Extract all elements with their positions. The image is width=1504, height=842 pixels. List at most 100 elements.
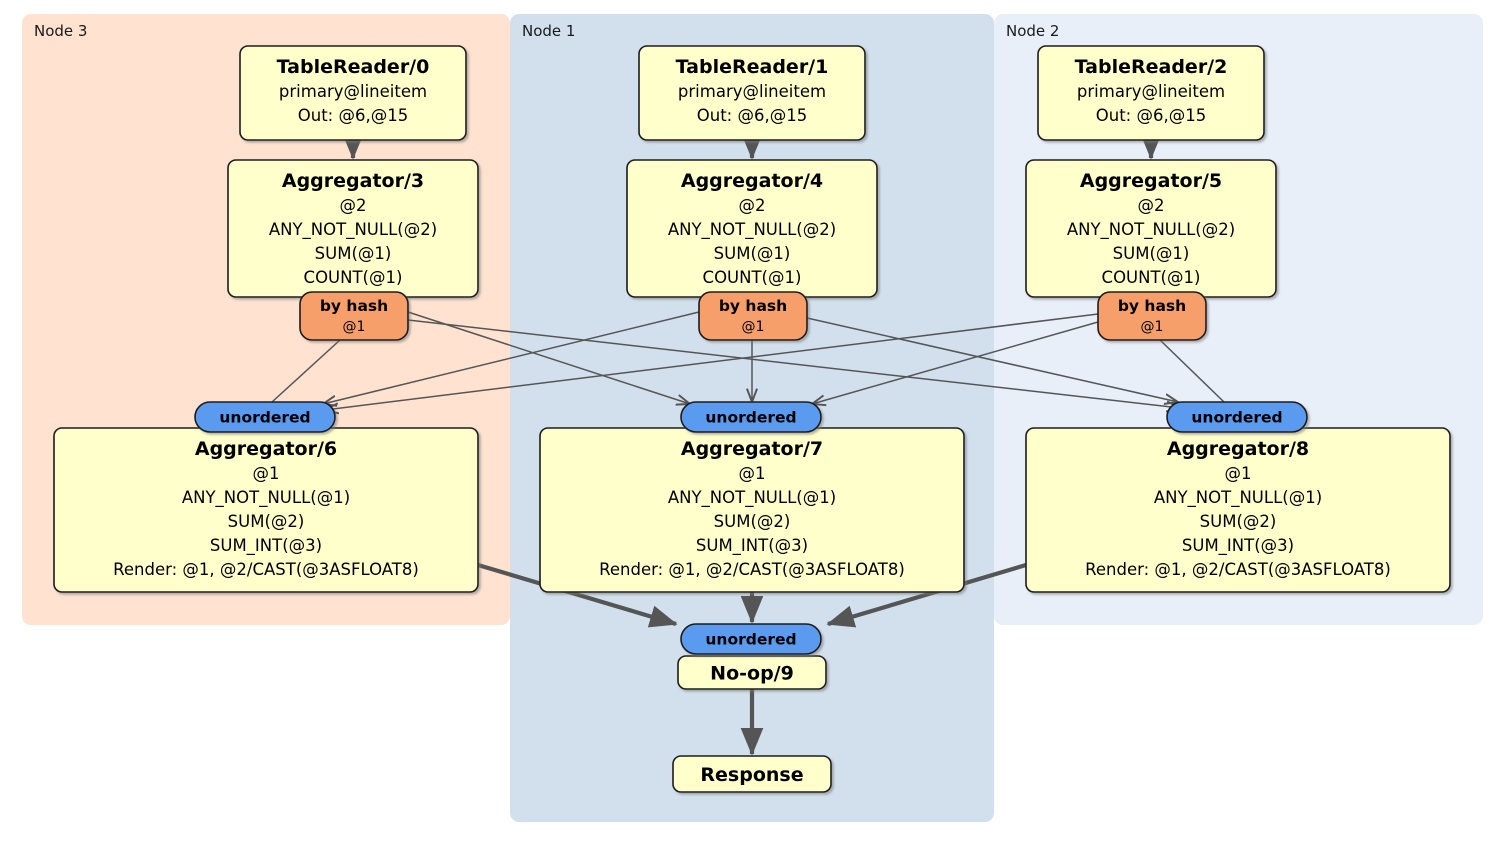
plan-box-title: Aggregator/5 (1080, 170, 1222, 192)
edge-hash3-un7 (407, 311, 690, 404)
hash-badge-subtitle: @1 (1141, 319, 1164, 335)
plan-box-line: Render: @1, @2/CAST(@3ASFLOAT8) (1085, 560, 1391, 579)
plan-box-frame (239, 45, 467, 141)
plan-box-line: SUM(@1) (1113, 244, 1190, 263)
plan-box-line: SUM_INT(@3) (210, 536, 322, 556)
badges-layer: by hash @1 by hash @1 by hash @1 (299, 291, 1207, 341)
order-pill-label: unordered (219, 409, 310, 427)
plan-box-line: Render: @1, @2/CAST(@3ASFLOAT8) (599, 560, 905, 579)
plan-box-title: TableReader/1 (676, 56, 829, 78)
order-pill-unordered7[interactable]: unordered (680, 401, 822, 433)
plan-box-frame (677, 655, 827, 690)
hash-badge-title: by hash (320, 297, 388, 315)
plan-box-line: SUM(@1) (714, 244, 791, 263)
node-region-label: Node 3 (34, 22, 87, 40)
hash-badge-hash4[interactable]: by hash @1 (698, 291, 808, 341)
plan-box-line: SUM_INT(@3) (1182, 536, 1294, 556)
order-pill-frame (680, 401, 822, 433)
edge-hash5-un6 (325, 313, 1099, 410)
order-pill-frame (680, 623, 822, 655)
plan-box-noop9[interactable]: No-op/9 (677, 655, 827, 690)
plan-box-line: ANY_NOT_NULL(@2) (668, 220, 836, 240)
plan-box-response[interactable]: Response (672, 755, 832, 793)
plan-box-aggregator6[interactable]: Aggregator/6@1ANY_NOT_NULL(@1)SUM(@2)SUM… (53, 427, 479, 593)
edge-hash4-un8 (806, 317, 1178, 402)
plan-box-line: Render: @1, @2/CAST(@3ASFLOAT8) (113, 560, 419, 579)
order-pill-frame (1166, 401, 1308, 433)
plan-box-frame (672, 755, 832, 793)
plan-box-line: SUM_INT(@3) (696, 536, 808, 556)
plan-box-line: primary@lineitem (1077, 82, 1225, 101)
order-pill-label: unordered (705, 409, 796, 427)
node-region-label: Node 1 (522, 22, 575, 40)
hash-badge-title: by hash (1118, 297, 1186, 315)
order-pill-label: unordered (1191, 409, 1282, 427)
plan-box-line: ANY_NOT_NULL(@2) (1067, 220, 1235, 240)
hash-badge-subtitle: @1 (343, 319, 366, 335)
plan-box-line: ANY_NOT_NULL(@2) (269, 220, 437, 240)
plan-box-line: COUNT(@1) (304, 268, 403, 287)
edge-hash5-un8 (1159, 339, 1225, 403)
plan-box-line: Out: @6,@15 (697, 106, 807, 125)
plan-box-line: COUNT(@1) (703, 268, 802, 287)
plan-box-line: primary@lineitem (279, 82, 427, 101)
plan-box-line: @2 (739, 196, 766, 215)
hash-badge-frame (698, 291, 808, 341)
hash-badge-hash3[interactable]: by hash @1 (299, 291, 409, 341)
plan-box-line: SUM(@2) (1200, 512, 1277, 531)
plan-box-frame (1037, 45, 1265, 141)
plan-box-line: @2 (1138, 196, 1165, 215)
plan-box-title: TableReader/2 (1075, 56, 1228, 78)
plan-box-title: Aggregator/4 (681, 170, 823, 192)
plan-box-title: Aggregator/8 (1167, 438, 1309, 460)
order-pill-unordered8[interactable]: unordered (1166, 401, 1308, 433)
plan-box-title: No-op/9 (710, 663, 794, 685)
edge-agg6-un9 (477, 562, 678, 628)
order-pill-frame (194, 401, 336, 433)
plan-box-line: SUM(@2) (714, 512, 791, 531)
hash-badge-hash5[interactable]: by hash @1 (1097, 291, 1207, 341)
hash-badge-title: by hash (719, 297, 787, 315)
plan-box-line: Out: @6,@15 (298, 106, 408, 125)
edge-agg8-un9 (826, 562, 1027, 628)
pills-layer: unordered unordered unordered unordered (194, 401, 1308, 655)
node-region-label: Node 2 (1006, 22, 1059, 40)
edge-hash4-un6 (323, 311, 700, 404)
plan-box-line: @1 (1225, 464, 1252, 483)
plan-box-line: ANY_NOT_NULL(@1) (668, 488, 836, 508)
order-pill-label: unordered (705, 631, 796, 649)
hash-badge-frame (299, 291, 409, 341)
plan-box-line: SUM(@2) (228, 512, 305, 531)
plan-box-frame (638, 45, 866, 141)
plan-box-title: Aggregator/3 (282, 170, 424, 192)
plan-box-line: ANY_NOT_NULL(@1) (1154, 488, 1322, 508)
plan-box-line: @1 (253, 464, 280, 483)
plan-box-title: Response (700, 764, 803, 786)
plan-box-line: primary@lineitem (678, 82, 826, 101)
edges-layer (271, 131, 1225, 756)
plan-box-line: COUNT(@1) (1102, 268, 1201, 287)
plan-box-line: SUM(@1) (315, 244, 392, 263)
hash-badge-frame (1097, 291, 1207, 341)
edge-hash3-un6 (271, 339, 341, 403)
plan-box-line: @2 (340, 196, 367, 215)
edge-hash5-un7 (812, 321, 1099, 404)
hash-badge-subtitle: @1 (742, 319, 765, 335)
plan-box-line: Out: @6,@15 (1096, 106, 1206, 125)
order-pill-unordered9[interactable]: unordered (680, 623, 822, 655)
plan-box-title: Aggregator/7 (681, 438, 823, 460)
plan-box-line: @1 (739, 464, 766, 483)
edge-hash3-un8 (407, 319, 1180, 408)
order-pill-unordered6[interactable]: unordered (194, 401, 336, 433)
